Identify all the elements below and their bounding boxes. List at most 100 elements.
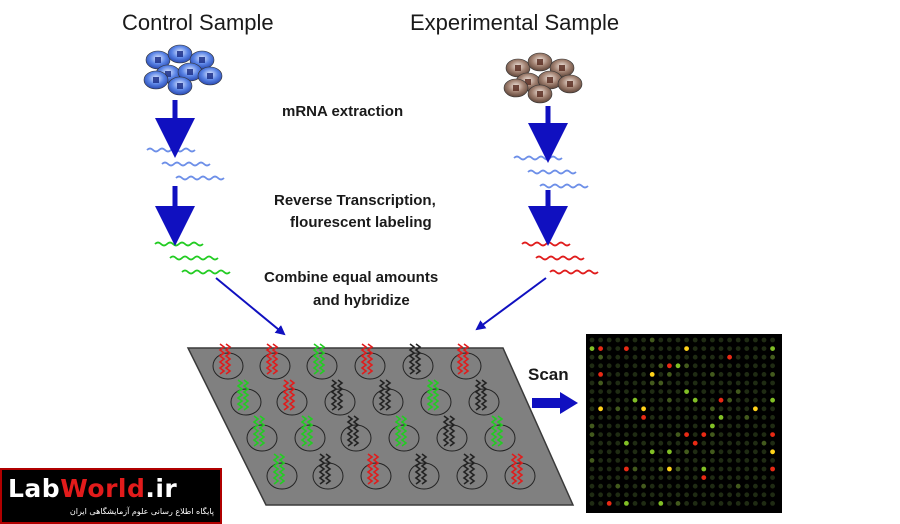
array-dot — [589, 337, 595, 343]
array-dot — [675, 483, 681, 489]
array-dot — [701, 397, 707, 403]
array-dot — [667, 440, 672, 446]
array-dot — [727, 483, 732, 489]
array-dot — [761, 492, 767, 498]
array-dot — [615, 440, 621, 446]
array-dot — [624, 432, 629, 437]
array-dot — [641, 354, 646, 360]
array-dot — [692, 483, 698, 489]
array-dot — [761, 389, 767, 394]
array-dot — [718, 397, 724, 403]
array-dot — [770, 372, 775, 377]
array-dot — [761, 466, 767, 472]
experimental-sample-title: Experimental Sample — [410, 10, 620, 35]
array-dot — [606, 337, 612, 343]
array-dot — [770, 449, 775, 455]
array-dot — [667, 466, 672, 472]
array-dot — [770, 466, 775, 472]
arrow-exp-hybridize — [475, 277, 547, 331]
array-dot — [753, 458, 758, 463]
array-dot — [753, 423, 758, 429]
array-dot — [710, 337, 715, 343]
array-dot — [624, 346, 629, 351]
array-dot — [718, 483, 724, 489]
array-dot — [649, 458, 655, 463]
array-dot — [753, 389, 758, 394]
slide-spot — [450, 343, 482, 380]
array-dot — [675, 449, 681, 455]
array-dot — [753, 363, 758, 369]
array-dot — [667, 354, 672, 360]
array-dot — [770, 432, 775, 437]
array-dot — [727, 501, 732, 506]
cell-icon — [557, 74, 583, 94]
logo-wordmark: LabWorld.ir — [8, 474, 178, 503]
array-dot — [692, 372, 698, 377]
array-dot — [615, 449, 621, 455]
array-dot — [667, 415, 672, 420]
array-dot — [735, 483, 741, 489]
mrna-strand — [146, 147, 196, 153]
array-dot — [692, 337, 698, 343]
array-dot — [770, 337, 775, 343]
array-dot — [598, 449, 603, 455]
array-dot — [675, 354, 681, 360]
array-dot — [727, 423, 732, 429]
array-dot — [770, 423, 775, 429]
array-dot — [667, 406, 672, 412]
array-dot — [735, 501, 741, 506]
array-dot — [735, 449, 741, 455]
array-dot — [718, 372, 724, 377]
array-dot — [753, 440, 758, 446]
mrna-strand — [154, 241, 204, 247]
array-dot — [615, 492, 621, 498]
combine-label: Combine equal amounts — [264, 269, 439, 286]
array-dot — [710, 363, 715, 369]
array-dot — [770, 501, 775, 506]
array-dot — [718, 466, 724, 472]
slide-spot — [340, 415, 372, 452]
array-dot — [684, 397, 689, 403]
array-dot — [684, 440, 689, 446]
array-dot — [727, 432, 732, 437]
array-dot — [753, 372, 758, 377]
array-dot — [598, 372, 603, 377]
array-dot — [658, 475, 664, 480]
array-dot — [641, 372, 646, 377]
array-dot — [589, 449, 595, 455]
array-dot — [744, 423, 750, 429]
array-dot — [770, 458, 775, 463]
array-dot — [684, 354, 689, 360]
array-dot — [753, 492, 758, 498]
slide-spot — [360, 453, 392, 490]
array-dot — [606, 423, 612, 429]
array-dot — [615, 466, 621, 472]
array-dot — [770, 363, 775, 369]
array-dot — [761, 337, 767, 343]
array-dot — [753, 346, 758, 351]
slide-spot — [266, 453, 298, 490]
slide-spot — [456, 453, 488, 490]
array-dot — [735, 354, 741, 360]
array-dot — [770, 406, 775, 412]
array-dot — [589, 440, 595, 446]
array-dot — [667, 337, 672, 343]
array-dot — [701, 492, 707, 498]
array-dot — [718, 458, 724, 463]
array-dot — [710, 415, 715, 420]
array-dot — [641, 458, 646, 463]
array-dot — [658, 466, 664, 472]
array-dot — [692, 432, 698, 437]
array-dot — [589, 415, 595, 420]
array-dot — [649, 346, 655, 351]
array-dot — [718, 346, 724, 351]
array-dot — [615, 415, 621, 420]
array-dot — [710, 432, 715, 437]
array-dot — [675, 492, 681, 498]
array-dot — [701, 346, 707, 351]
array-dot — [632, 475, 638, 480]
array-dot — [718, 475, 724, 480]
array-dot — [675, 337, 681, 343]
array-dot — [632, 415, 638, 420]
array-dot — [649, 389, 655, 394]
